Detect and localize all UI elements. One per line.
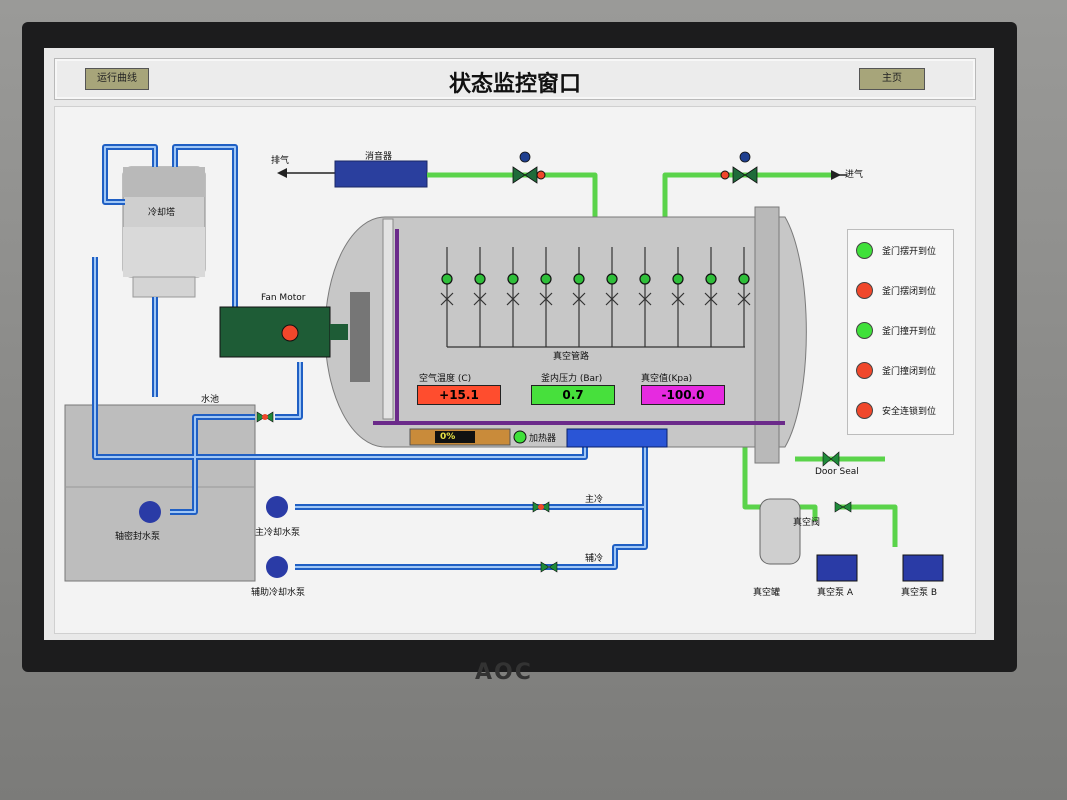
- aux-cooling-pump: [266, 556, 288, 578]
- status-dot-2: [856, 322, 873, 339]
- manifold-valve-icon: [473, 292, 487, 306]
- vacuum-label: 真空值(Kpa): [641, 374, 693, 384]
- status-item: 釜门撞闭到位: [856, 360, 956, 380]
- vacuum-valve-label: 真空阀: [793, 518, 821, 528]
- muffler-label: 消音器: [365, 152, 393, 162]
- main-cooling-pump-label: 主冷却水泵: [255, 528, 301, 538]
- fan-motor-indicator: [281, 324, 299, 342]
- manifold-indicator: [606, 273, 618, 285]
- blue-panel: [566, 428, 668, 448]
- main-cooling-pump: [266, 496, 288, 518]
- main-cooling-label: 主冷: [585, 495, 604, 505]
- shaft-seal-pump-label: 轴密封水泵: [115, 532, 161, 542]
- pressure-value: 0.7: [531, 385, 615, 405]
- heater-label: 加热器: [529, 434, 557, 444]
- vacuum-pump-a-label: 真空泵 A: [817, 588, 854, 598]
- status-label-4: 安全连锁到位: [882, 407, 937, 417]
- manifold-valve-icon: [704, 292, 718, 306]
- door-seal-label: Door Seal: [815, 467, 859, 477]
- manifold-indicator: [738, 273, 750, 285]
- cooling-tower: [122, 166, 206, 298]
- manifold-valve-icon: [638, 292, 652, 306]
- hmi-screen: 运行曲线 状态监控窗口 主页: [44, 48, 994, 640]
- status-item: 安全连锁到位: [856, 400, 956, 420]
- status-label-3: 釜门撞闭到位: [882, 367, 937, 377]
- vacuum-pump-b: [902, 554, 944, 582]
- heater-indicator: [513, 430, 527, 444]
- status-dot-3: [856, 362, 873, 379]
- aux-cooling-pump-label: 辅助冷却水泵: [251, 588, 306, 598]
- manifold-valve-icon: [539, 292, 553, 306]
- air-temp-label: 空气温度 (C): [419, 374, 472, 384]
- cooling-tower-label: 冷却塔: [148, 208, 176, 218]
- status-item: 釜门摆闭到位: [856, 280, 956, 300]
- pool-label: 水池: [201, 395, 220, 405]
- aux-cooling-label: 辅冷: [585, 554, 604, 564]
- air-temp-value: +15.1: [417, 385, 501, 405]
- fan-motor-label: Fan Motor: [261, 293, 306, 303]
- page-title: 状态监控窗口: [448, 72, 581, 97]
- manifold-indicator: [573, 273, 585, 285]
- vacuum-pump-a: [816, 554, 858, 582]
- manifold-indicator: [705, 273, 717, 285]
- manifold-indicator: [474, 273, 486, 285]
- status-item: 釜门摆开到位: [856, 240, 956, 260]
- fan-motor: [219, 306, 331, 358]
- process-diagram: 排气 消音器 进气 冷却塔 Fan Motor 水池 真空管路 空气温度 (C)…: [54, 106, 976, 634]
- exhaust-label: 排气: [271, 156, 290, 166]
- status-dot-4: [856, 402, 873, 419]
- manifold-indicator: [540, 273, 552, 285]
- status-legend: 釜门摆开到位 釜门摆闭到位 釜门撞开到位 釜门撞闭到位 安全连锁到位: [847, 229, 954, 435]
- vacuum-tank: [759, 498, 801, 565]
- trend-curve-button[interactable]: 运行曲线: [85, 68, 149, 90]
- vacuum-pump-b-label: 真空泵 B: [901, 588, 938, 598]
- monitor-brand: AOC: [475, 660, 533, 685]
- manifold-valve-icon: [671, 292, 685, 306]
- intake-label: 进气: [845, 170, 864, 180]
- manifold-indicator: [507, 273, 519, 285]
- vacuum-manifold-label: 真空管路: [553, 352, 590, 362]
- shaft-seal-pump: [139, 501, 161, 523]
- heater-percent: 0%: [440, 432, 456, 442]
- pressure-label: 釜内压力 (Bar): [541, 374, 603, 384]
- vacuum-value: -100.0: [641, 385, 725, 405]
- vacuum-tank-label: 真空罐: [753, 588, 781, 598]
- manifold-valve-icon: [506, 292, 520, 306]
- status-label-1: 釜门摆闭到位: [882, 287, 937, 297]
- muffler: [334, 160, 428, 188]
- status-label-2: 釜门撞开到位: [882, 327, 937, 337]
- title-bar: 运行曲线 状态监控窗口 主页: [54, 58, 976, 100]
- manifold-indicator: [441, 273, 453, 285]
- status-item: 釜门撞开到位: [856, 320, 956, 340]
- manifold-indicator: [672, 273, 684, 285]
- manifold-valve-icon: [605, 292, 619, 306]
- manifold-valve-icon: [440, 292, 454, 306]
- manifold-valve-icon: [737, 292, 751, 306]
- status-label-0: 釜门摆开到位: [882, 247, 937, 257]
- status-dot-1: [856, 282, 873, 299]
- status-dot-0: [856, 242, 873, 259]
- manifold-valve-icon: [572, 292, 586, 306]
- manifold-indicator: [639, 273, 651, 285]
- home-button[interactable]: 主页: [859, 68, 925, 90]
